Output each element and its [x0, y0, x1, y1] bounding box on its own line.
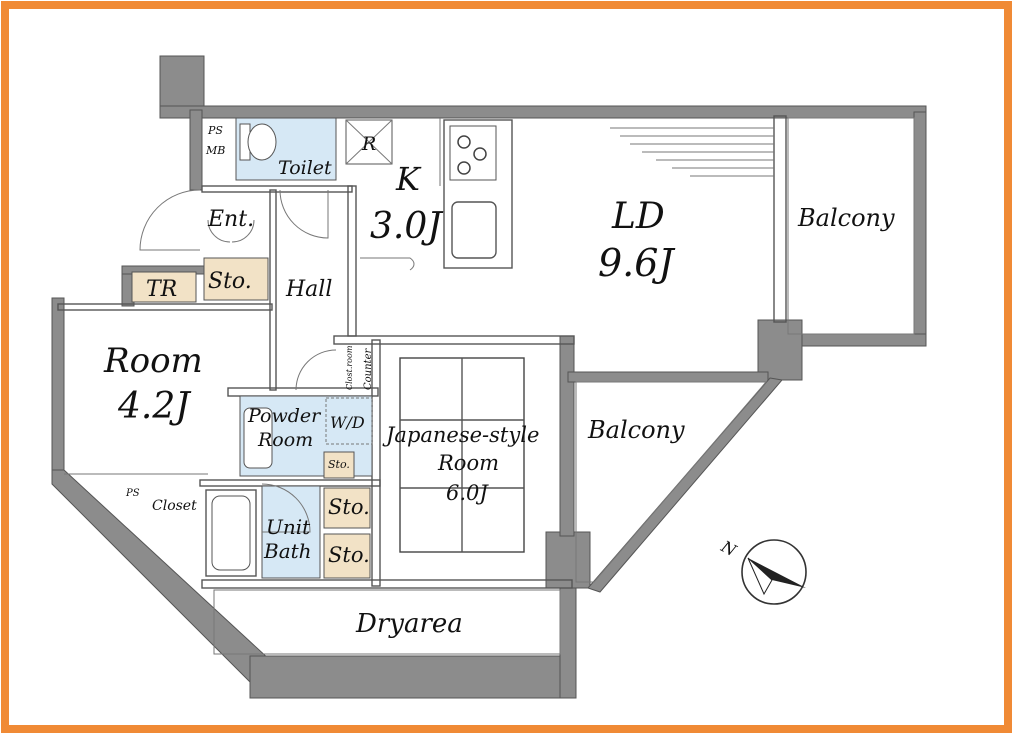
- storage-1-area: [323, 487, 371, 529]
- closet-narrow-label: Clost.room: [345, 345, 354, 390]
- ps-mb-label-2: MB: [205, 144, 225, 157]
- powder-room-label-2: Room: [257, 429, 313, 451]
- fridge-label: R: [361, 133, 376, 155]
- closet-label: Closet: [152, 498, 197, 514]
- washbasin-icon: [243, 407, 273, 469]
- balcony-top-area: [787, 117, 915, 335]
- entrance-label: Ent.: [207, 207, 254, 232]
- storage-small-label: Sto.: [328, 458, 350, 471]
- storage-2-area: [323, 533, 371, 579]
- burner-icon: [473, 147, 487, 161]
- balcony-mid-area: [575, 381, 768, 583]
- toilet-label: Toilet: [278, 157, 332, 179]
- storage-entrance-area: [203, 257, 269, 301]
- burner-icon: [457, 135, 471, 149]
- bathtub-icon: [205, 489, 257, 577]
- japanese-room-size: 6.0J: [446, 481, 489, 505]
- kitchen-counter: [443, 119, 513, 269]
- tr-label: TR: [146, 277, 177, 302]
- japanese-room-label-2: Room: [437, 451, 499, 475]
- dryarea-area: [213, 589, 561, 655]
- toilet-bowl-icon: [247, 123, 277, 161]
- storage-1-label: Sto.: [328, 495, 370, 519]
- tatami-mats: [399, 357, 525, 553]
- sink-icon: [451, 201, 497, 259]
- room-name: Room: [103, 341, 203, 381]
- storage-2-label: Sto.: [328, 543, 370, 567]
- storage-entrance-label: Sto.: [208, 269, 252, 294]
- kitchen-size: 3.0J: [370, 206, 444, 247]
- window-hatching: [610, 127, 774, 177]
- ps-mb-label-1: PS: [207, 124, 223, 137]
- balcony-mid-label: Balcony: [587, 416, 685, 444]
- japanese-room-label-1: Japanese-style: [382, 423, 539, 447]
- door-swings: [139, 189, 415, 533]
- kitchen-name: K: [395, 160, 422, 198]
- tr-area: [131, 271, 197, 303]
- dryarea-label: Dryarea: [355, 609, 463, 639]
- unit-bath-label-1: Unit: [266, 515, 311, 539]
- wd-label: W/D: [330, 413, 365, 432]
- ld-name: LD: [611, 196, 665, 237]
- room-size: 4.2J: [117, 386, 192, 427]
- burner-icon: [457, 161, 471, 175]
- powder-room-label-1: Powder: [247, 405, 322, 427]
- wd-box: [325, 397, 373, 445]
- ps-small-label: PS: [125, 488, 140, 499]
- ld-size: 9.6J: [598, 241, 675, 285]
- stove-panel: [449, 125, 497, 181]
- counter-label: Counter: [363, 348, 374, 390]
- unit-bath-label-2: Bath: [263, 539, 312, 563]
- north-arrow-icon: N: [717, 536, 807, 605]
- outer-walls: [51, 55, 927, 699]
- hall-label: Hall: [285, 277, 332, 302]
- storage-small-area: [323, 451, 355, 479]
- balcony-top-label: Balcony: [797, 204, 895, 232]
- compass-n-label: N: [717, 536, 740, 560]
